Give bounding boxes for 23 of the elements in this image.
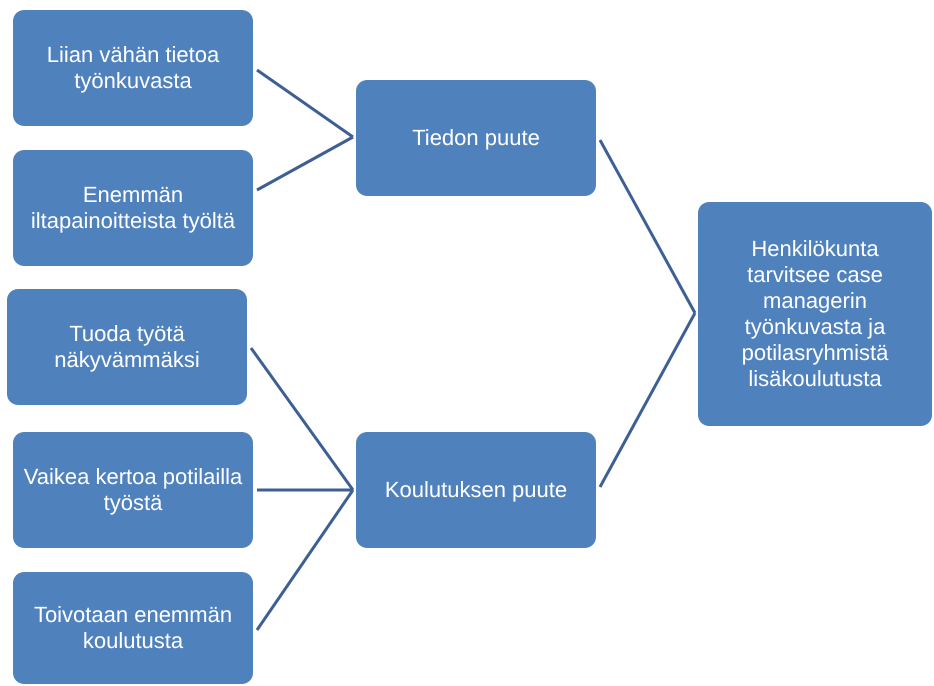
process-box bbox=[13, 572, 253, 684]
connector-line bbox=[598, 312, 696, 488]
connector-line bbox=[256, 489, 354, 631]
connector-line bbox=[250, 347, 354, 491]
process-box bbox=[7, 289, 247, 405]
process-box bbox=[698, 202, 932, 426]
connector-line bbox=[256, 136, 354, 192]
connector-line bbox=[598, 139, 696, 314]
process-box bbox=[356, 432, 596, 548]
process-box bbox=[13, 150, 253, 266]
connector-line bbox=[256, 68, 354, 138]
box-label: Liian vähän tietoa työnkuvasta bbox=[46, 42, 220, 94]
box-label: Vaikea kertoa potilailla työstä bbox=[23, 464, 243, 516]
box-label: Tiedon puute bbox=[412, 125, 540, 151]
box-label: Tuoda työtä näkyvämmäksi bbox=[53, 321, 201, 373]
process-box bbox=[356, 80, 596, 196]
box-label: Koulutuksen puute bbox=[384, 477, 568, 503]
box-label: Enemmän iltapainoitteista työltä bbox=[30, 182, 236, 234]
box-label: Toivotaan enemmän koulutusta bbox=[32, 602, 234, 654]
process-box bbox=[13, 10, 253, 126]
process-box bbox=[13, 432, 253, 548]
connector-line bbox=[257, 488, 353, 492]
box-label: Henkilökunta tarvitsee case managerin työnkuvasta ja potilasryhmistä lisäkoulutusta bbox=[740, 236, 890, 392]
